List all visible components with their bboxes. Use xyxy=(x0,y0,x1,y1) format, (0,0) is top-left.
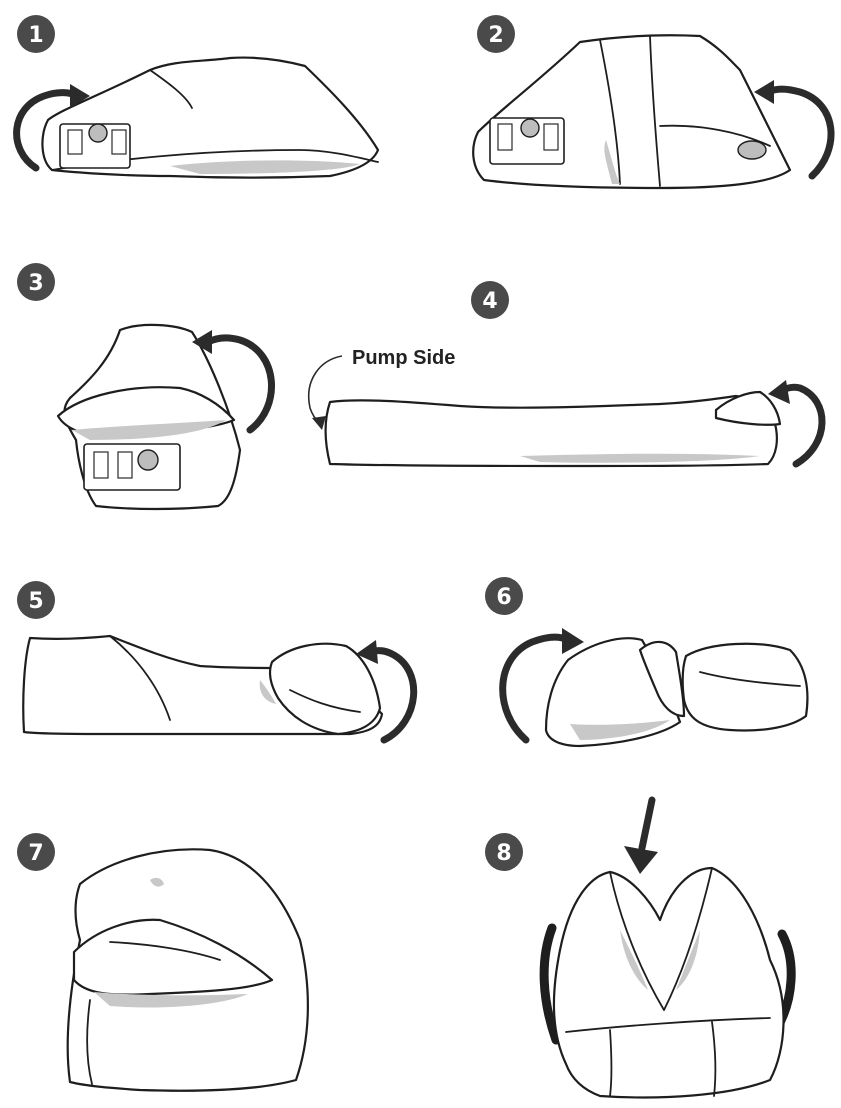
step-number: 3 xyxy=(28,271,43,296)
pump-side-label: Pump Side xyxy=(352,347,455,369)
step-badge-icon: 5 xyxy=(17,581,55,619)
step-number: 5 xyxy=(28,589,43,614)
step-number: 1 xyxy=(28,23,43,48)
bag-illustration xyxy=(546,638,807,746)
step-badge-icon: 4 xyxy=(471,281,509,319)
down-arrow-icon xyxy=(624,800,658,874)
bag-illustration xyxy=(23,636,382,734)
step-number: 2 xyxy=(488,23,503,48)
step-5: 5 xyxy=(17,581,414,740)
bag-illustration xyxy=(544,868,791,1097)
step-badge-icon: 6 xyxy=(485,577,523,615)
step-number: 7 xyxy=(28,841,43,866)
step-badge-icon: 7 xyxy=(17,833,55,871)
step-6: 6 xyxy=(485,577,807,746)
step-2: 2 xyxy=(473,15,831,188)
bag-illustration xyxy=(326,392,781,466)
step-badge-icon: 3 xyxy=(17,263,55,301)
step-1: 1 xyxy=(17,15,378,178)
step-number: 4 xyxy=(482,289,497,314)
bag-illustration xyxy=(68,849,308,1090)
step-3: 3 xyxy=(17,263,272,509)
step-badge-icon: 2 xyxy=(477,15,515,53)
bag-illustration xyxy=(473,35,790,188)
bag-illustration xyxy=(58,325,240,509)
step-number: 6 xyxy=(496,585,511,610)
step-4: 4 Pump Side xyxy=(309,281,822,466)
step-7: 7 xyxy=(17,833,308,1091)
step-number: 8 xyxy=(496,841,511,866)
step-badge-icon: 8 xyxy=(485,833,523,871)
bag-illustration xyxy=(42,58,378,178)
step-8: 8 xyxy=(485,800,791,1097)
step-badge-icon: 1 xyxy=(17,15,55,53)
